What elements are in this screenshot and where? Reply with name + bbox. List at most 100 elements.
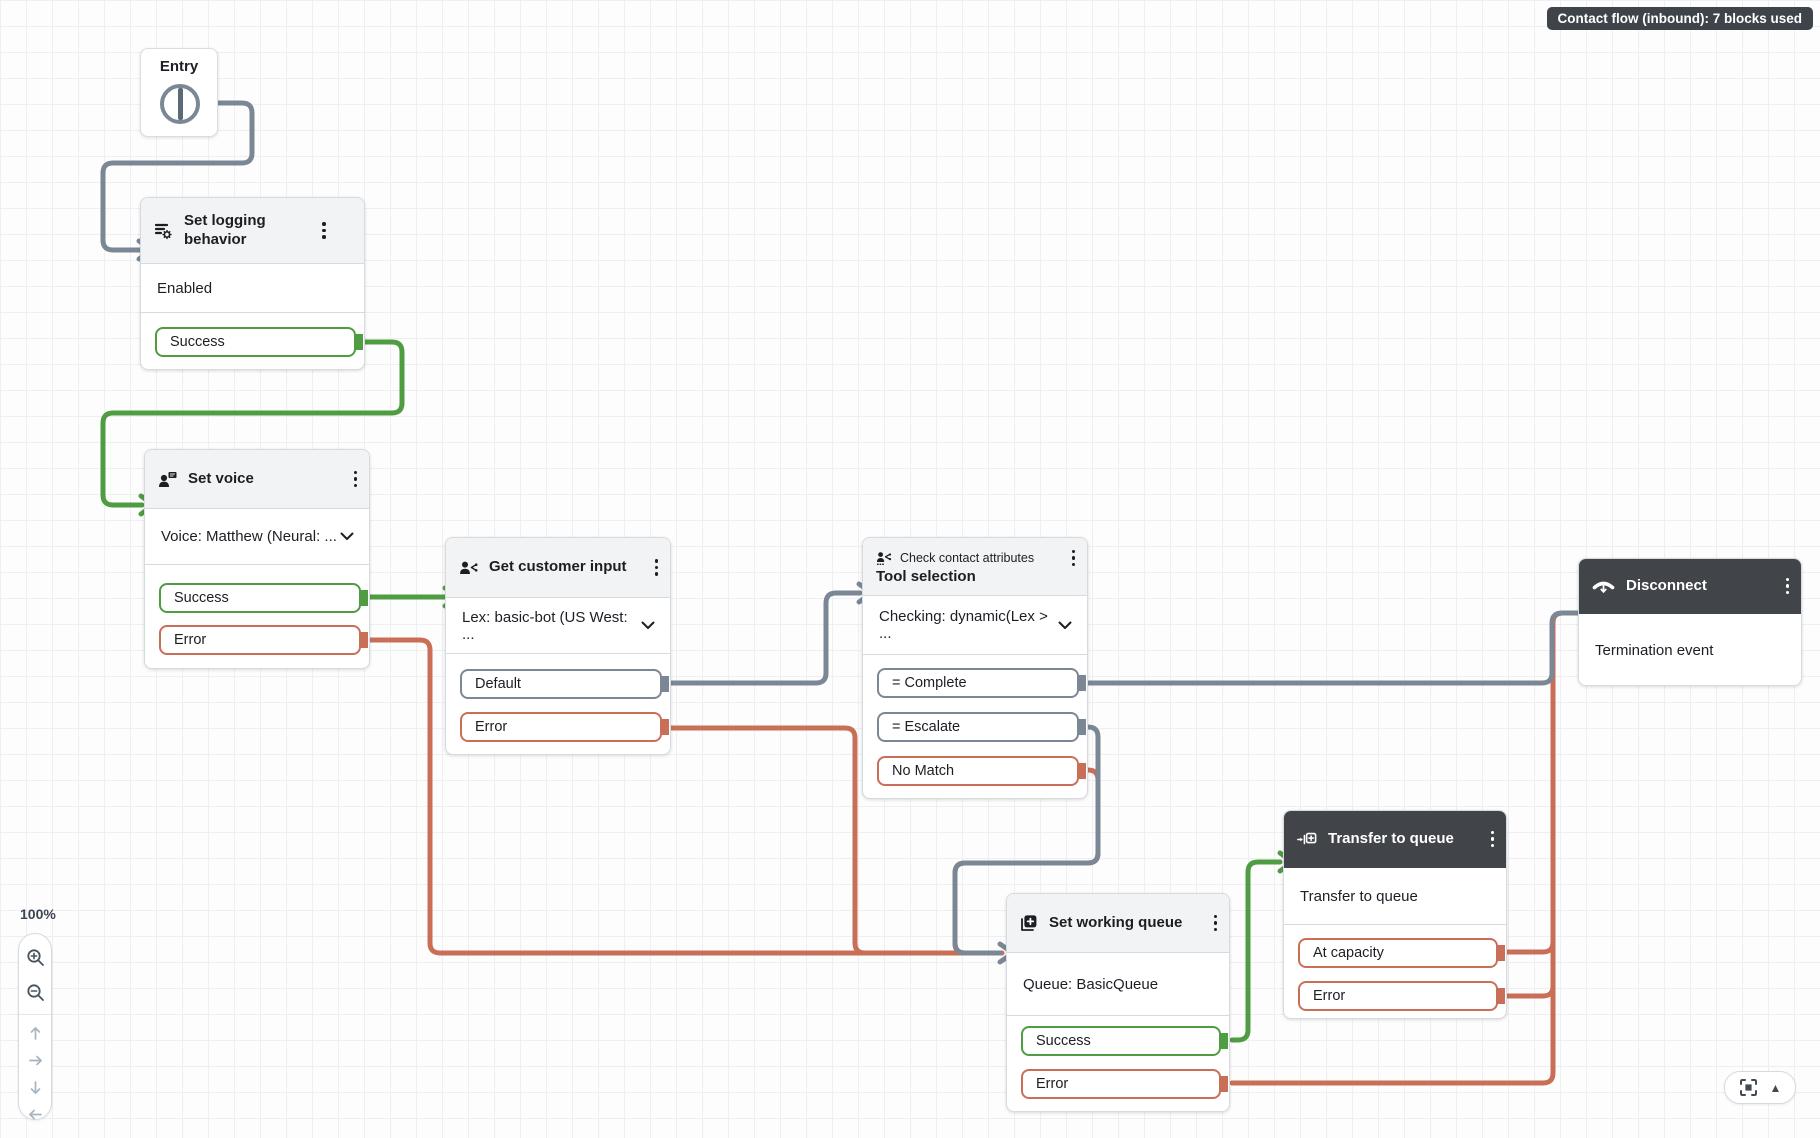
node-title: Tool selection bbox=[876, 568, 976, 586]
param-row[interactable]: Lex: basic-bot (US West: ... bbox=[446, 598, 670, 653]
node-entry[interactable]: Entry bbox=[140, 48, 218, 137]
outputs: Success bbox=[141, 312, 364, 371]
wire-get-customer-input-error-to-set-working-queue[interactable] bbox=[668, 725, 883, 956]
output-label: Success bbox=[174, 590, 229, 606]
node-set-voice[interactable]: Set voice Voice: Matthew (Neural: ... Su… bbox=[144, 449, 370, 669]
collapse-panel-button[interactable]: ▲ bbox=[1769, 1080, 1782, 1095]
output-success[interactable]: Success bbox=[155, 327, 356, 357]
pan-up-button[interactable] bbox=[23, 1021, 47, 1045]
output-error[interactable]: Error bbox=[1298, 981, 1498, 1011]
set-working-queue-icon bbox=[1020, 914, 1038, 932]
param-value: Enabled bbox=[157, 279, 213, 297]
entry-point-bar bbox=[178, 88, 183, 120]
logging-gear-icon bbox=[154, 221, 173, 240]
outputs: Success Error bbox=[1007, 1015, 1229, 1113]
output-label: = Escalate bbox=[892, 719, 961, 735]
param-value: Queue: BasicQueue bbox=[1023, 975, 1159, 993]
output-complete[interactable]: = Complete bbox=[877, 668, 1079, 698]
param-value: Voice: Matthew (Neural: ... bbox=[161, 528, 337, 545]
outputs: Default Error bbox=[446, 653, 670, 756]
param-value: Lex: basic-bot (US West: ... bbox=[462, 608, 628, 643]
node-title: Set voice bbox=[188, 469, 254, 487]
output-label: = Complete bbox=[892, 675, 967, 691]
output-label: Error bbox=[1313, 988, 1346, 1004]
zoom-in-button[interactable] bbox=[23, 945, 47, 969]
param-value: Transfer to queue bbox=[1300, 887, 1418, 905]
output-default[interactable]: Default bbox=[460, 669, 662, 699]
node-header[interactable]: Check contact attributes Tool selection bbox=[863, 538, 1087, 596]
node-get-customer-input[interactable]: Get customer input Lex: basic-bot (US We… bbox=[445, 537, 671, 755]
kebab-menu-icon[interactable] bbox=[1785, 577, 1789, 595]
param-row: Enabled bbox=[141, 264, 364, 312]
node-header[interactable]: Set voice bbox=[145, 450, 369, 509]
chevron-down-icon[interactable] bbox=[641, 621, 655, 630]
node-title: Disconnect bbox=[1626, 576, 1707, 594]
entry-point-icon[interactable] bbox=[160, 84, 200, 124]
kebab-menu-icon[interactable] bbox=[1213, 914, 1217, 932]
pan-down-button[interactable] bbox=[23, 1075, 47, 1099]
wire-complete-to-disconnect[interactable] bbox=[1085, 601, 1599, 686]
output-label: Success bbox=[170, 334, 225, 350]
zoom-level-label: 100% bbox=[20, 906, 56, 922]
kebab-menu-icon[interactable] bbox=[1490, 830, 1494, 848]
set-voice-icon bbox=[158, 471, 177, 488]
param-row[interactable]: Voice: Matthew (Neural: ... bbox=[145, 509, 369, 564]
node-title: Get customer input bbox=[489, 558, 627, 576]
outputs: Success Error bbox=[145, 564, 369, 670]
outputs: = Complete = Escalate No Match bbox=[863, 654, 1087, 799]
param-row: Termination event bbox=[1579, 614, 1801, 687]
output-error[interactable]: Error bbox=[460, 712, 662, 742]
node-disconnect[interactable]: Disconnect Termination event bbox=[1578, 558, 1802, 686]
output-at-capacity[interactable]: At capacity bbox=[1298, 938, 1498, 968]
output-error[interactable]: Error bbox=[1021, 1069, 1221, 1099]
output-label: No Match bbox=[892, 763, 955, 779]
node-header[interactable]: Disconnect bbox=[1579, 559, 1801, 614]
node-title: Set working queue bbox=[1049, 913, 1183, 931]
output-success[interactable]: Success bbox=[159, 583, 361, 613]
node-title: Transfer to queue bbox=[1328, 829, 1454, 847]
output-label: Error bbox=[475, 719, 508, 735]
output-success[interactable]: Success bbox=[1021, 1026, 1221, 1056]
kebab-menu-icon[interactable] bbox=[353, 470, 357, 488]
get-customer-input-icon bbox=[459, 560, 478, 576]
node-header[interactable]: Get customer input bbox=[446, 538, 670, 598]
param-value: Checking: dynamic(Lex > ... bbox=[879, 608, 1048, 642]
param-row: Transfer to queue bbox=[1284, 868, 1506, 924]
output-label: At capacity bbox=[1313, 945, 1384, 961]
output-escalate[interactable]: = Escalate bbox=[877, 712, 1079, 742]
output-error[interactable]: Error bbox=[159, 625, 361, 655]
output-label: Default bbox=[475, 676, 521, 692]
divider bbox=[19, 1014, 51, 1015]
node-header[interactable]: Transfer to queue bbox=[1284, 811, 1506, 868]
zoom-out-button[interactable] bbox=[23, 980, 47, 1004]
chevron-down-icon[interactable] bbox=[340, 532, 354, 541]
node-header[interactable]: Set working queue bbox=[1007, 894, 1229, 953]
canvas-nav-controls bbox=[18, 933, 52, 1120]
chevron-down-icon[interactable] bbox=[1058, 621, 1072, 630]
node-header[interactable]: Set logging behavior bbox=[141, 198, 364, 264]
node-transfer-to-queue[interactable]: Transfer to queue Transfer to queue At c… bbox=[1283, 810, 1507, 1019]
node-set-logging-behavior[interactable]: Set logging behavior Enabled Success bbox=[140, 197, 365, 370]
output-label: Error bbox=[1036, 1076, 1069, 1092]
transfer-to-queue-icon bbox=[1297, 831, 1317, 848]
kebab-menu-icon[interactable] bbox=[1071, 549, 1075, 567]
wire-default-to-check-attributes[interactable] bbox=[668, 581, 875, 686]
node-title: Set logging behavior bbox=[184, 211, 266, 248]
outputs: At capacity Error bbox=[1284, 924, 1506, 1020]
node-check-contact-attributes[interactable]: Check contact attributes Tool selection … bbox=[862, 537, 1088, 799]
output-no-match[interactable]: No Match bbox=[877, 756, 1079, 786]
flow-status-badge: Contact flow (inbound): 7 blocks used bbox=[1546, 7, 1813, 30]
minimap-controls: ▲ bbox=[1724, 1071, 1796, 1104]
pan-right-button[interactable] bbox=[23, 1048, 47, 1072]
output-label: Error bbox=[174, 632, 207, 648]
fit-to-screen-button[interactable] bbox=[1739, 1078, 1758, 1097]
check-attributes-icon bbox=[876, 551, 892, 565]
disconnect-phone-icon bbox=[1592, 579, 1615, 594]
param-row[interactable]: Checking: dynamic(Lex > ... bbox=[863, 596, 1087, 654]
kebab-menu-icon[interactable] bbox=[322, 222, 326, 239]
kebab-menu-icon[interactable] bbox=[654, 559, 658, 576]
node-set-working-queue[interactable]: Set working queue Queue: BasicQueue Succ… bbox=[1006, 893, 1230, 1112]
pan-left-button[interactable] bbox=[23, 1102, 47, 1126]
param-value: Termination event bbox=[1595, 642, 1714, 659]
